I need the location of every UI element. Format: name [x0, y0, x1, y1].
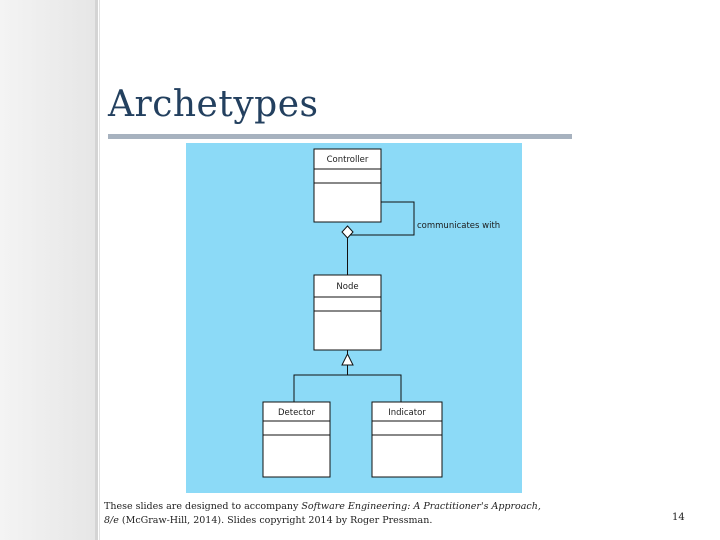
page-number: 14: [672, 512, 685, 523]
title-underline: [108, 134, 572, 139]
indicator-class: Indicator: [371, 401, 443, 478]
title-block: Archetypes: [108, 84, 572, 140]
detector-class: Detector: [262, 401, 331, 478]
node-class: Node: [313, 274, 382, 351]
controller-class-name: Controller: [327, 155, 369, 165]
slide-title: Archetypes: [108, 84, 319, 125]
left-decorative-band: [0, 0, 95, 540]
generalization-arrow: [293, 350, 402, 402]
aggregation-connector: [341, 225, 354, 275]
controller-class: Controller: [313, 148, 382, 223]
indicator-class-name: Indicator: [388, 408, 426, 418]
footer-suffix: (McGraw-Hill, 2014). Slides copyright 20…: [118, 515, 433, 526]
decorative-stripe: [95, 0, 98, 540]
decorative-stripe: [99, 0, 100, 540]
detector-class-name: Detector: [278, 408, 316, 418]
footer-book-title: Software Engineering: A Practitioner's A…: [104, 501, 541, 526]
footer-citation: These slides are designed to accompany S…: [104, 500, 544, 528]
node-class-name: Node: [336, 282, 358, 292]
footer-prefix: These slides are designed to accompany: [104, 501, 302, 512]
association-label: communicates with: [417, 221, 500, 231]
uml-class-diagram: Controller communicates with Node: [186, 143, 522, 493]
self-association: communicates with: [347, 201, 500, 236]
